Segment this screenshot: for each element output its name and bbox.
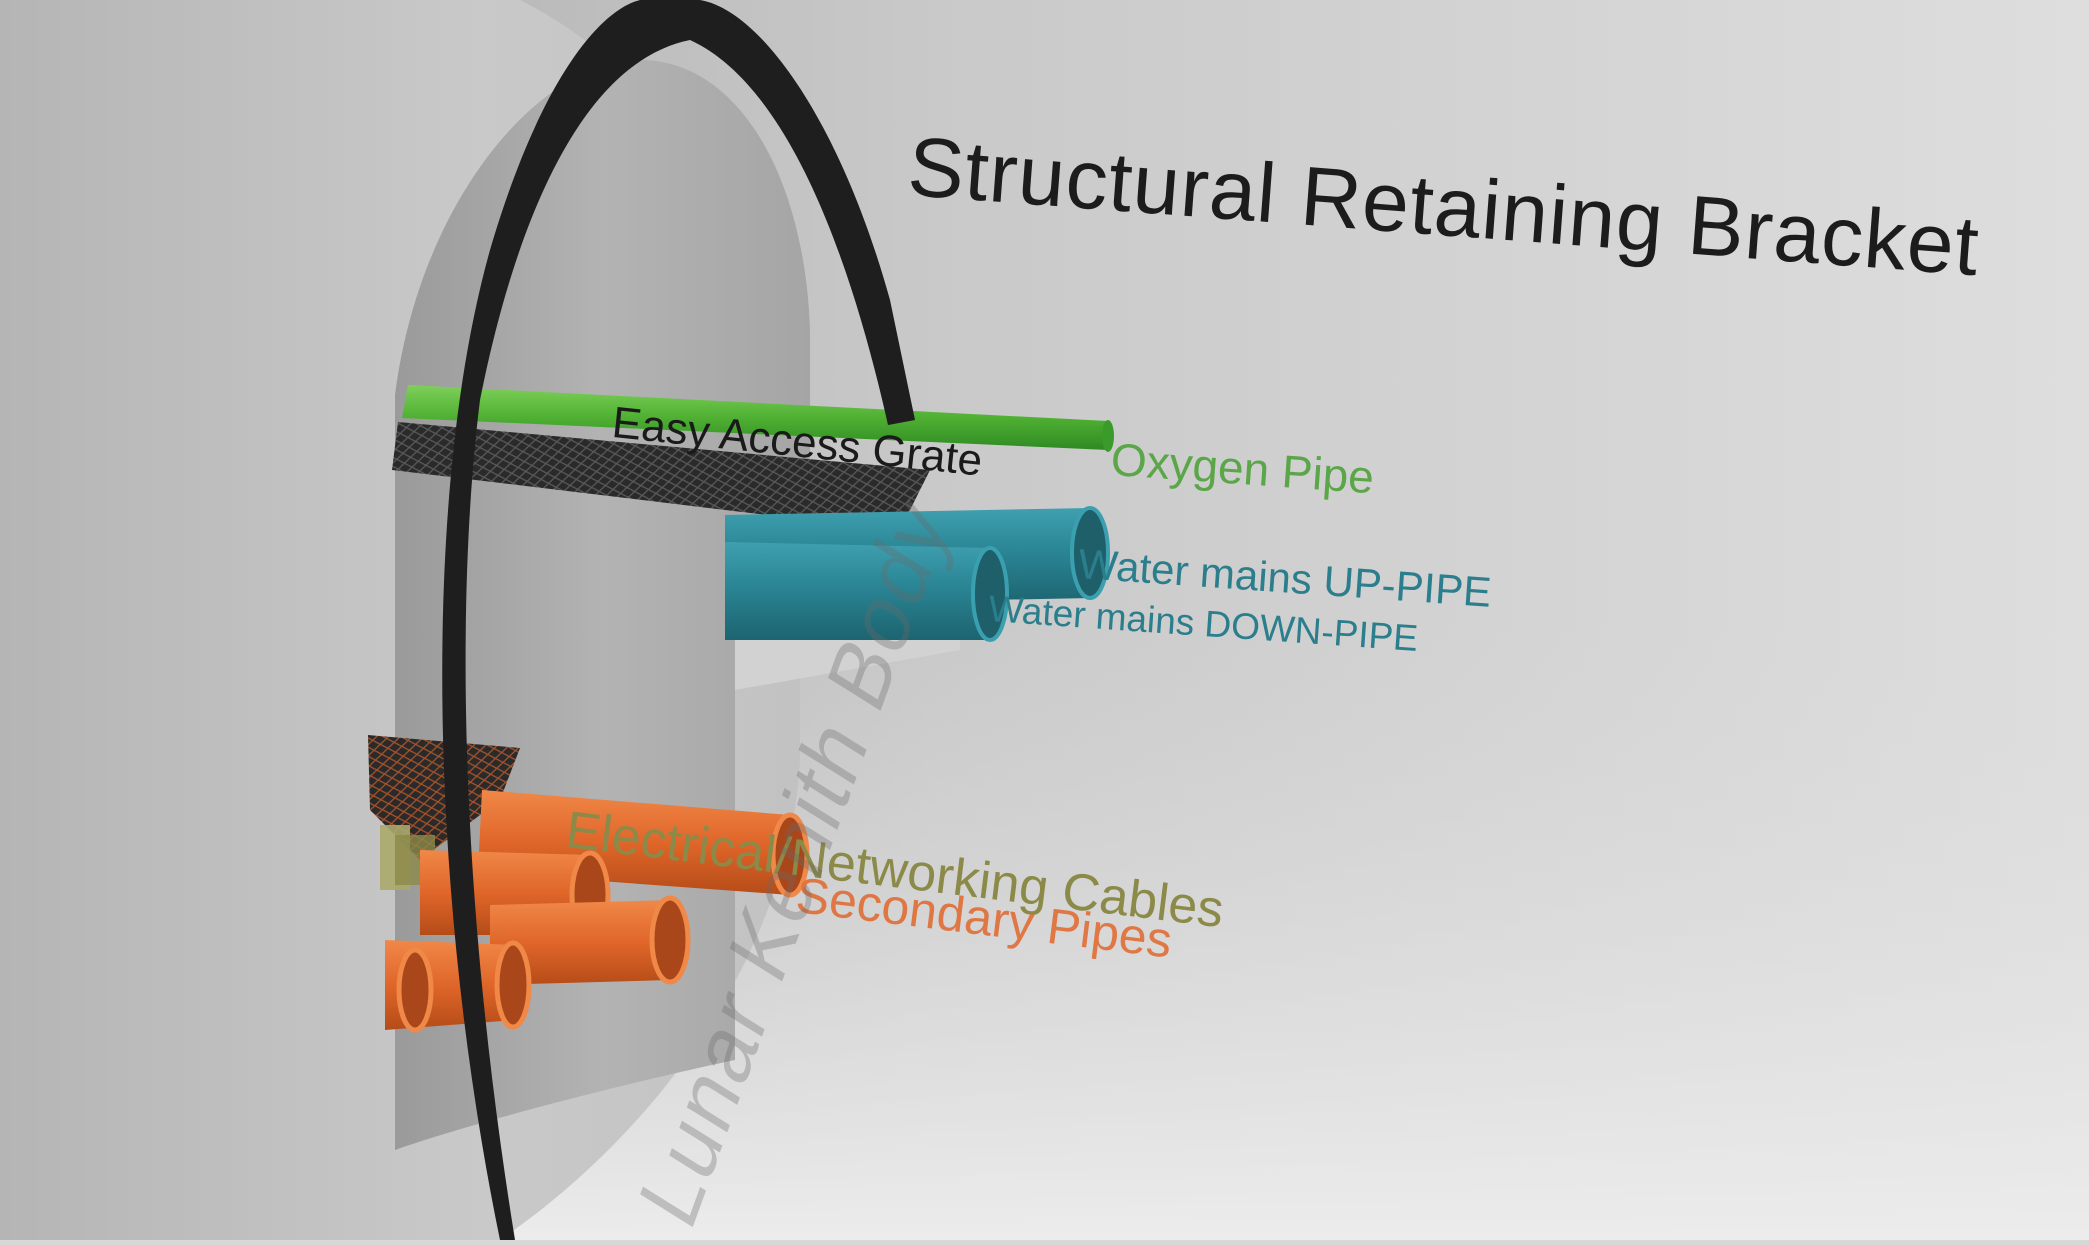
secondary-pipe-4-end — [497, 943, 529, 1027]
secondary-pipe-5-end — [399, 950, 431, 1030]
secondary-pipe-3-end — [652, 898, 688, 982]
